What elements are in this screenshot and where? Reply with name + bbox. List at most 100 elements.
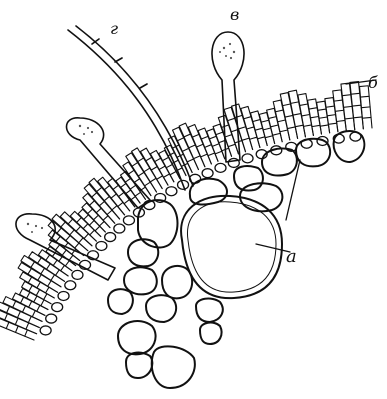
palisade-cross-wall bbox=[15, 318, 18, 324]
palisade-cross-wall bbox=[250, 137, 257, 139]
palisade-cross-wall bbox=[239, 127, 246, 129]
palisade-cell bbox=[0, 319, 37, 340]
palisade-cross-wall bbox=[70, 230, 74, 235]
epidermal-cell bbox=[96, 241, 107, 250]
palisade-cross-wall bbox=[145, 182, 151, 186]
palisade-cross-wall bbox=[132, 163, 138, 167]
palisade-cross-wall bbox=[166, 164, 172, 167]
palisade-cross-wall bbox=[362, 117, 371, 118]
palisade-cross-wall bbox=[242, 138, 249, 140]
palisade-cross-wall bbox=[59, 256, 63, 261]
palisade-cell bbox=[0, 302, 42, 328]
palisade-cross-wall bbox=[291, 102, 299, 104]
palisade-cross-wall bbox=[107, 210, 112, 214]
leader-line-a-2 bbox=[286, 160, 300, 220]
palisade-cross-wall bbox=[23, 306, 26, 312]
palisade-cross-wall bbox=[310, 117, 318, 118]
palisade-cross-wall bbox=[287, 127, 295, 129]
palisade-cross-wall bbox=[194, 156, 200, 159]
palisade-cross-wall bbox=[293, 114, 301, 116]
palisade-cross-wall bbox=[205, 145, 212, 148]
epidermal-cell bbox=[52, 303, 63, 312]
palisade-cross-wall bbox=[345, 118, 353, 119]
palisade-cross-wall bbox=[96, 208, 101, 212]
palisade-cross-wall bbox=[88, 209, 93, 213]
palisade-cross-wall bbox=[65, 261, 69, 266]
palisade-cross-wall bbox=[79, 238, 83, 243]
palisade-cross-wall bbox=[16, 326, 19, 332]
palisade-cross-wall bbox=[159, 166, 165, 169]
palisade-cross-wall bbox=[189, 145, 195, 148]
palisade-cross-wall bbox=[184, 134, 190, 137]
palisade-cross-wall bbox=[121, 184, 126, 188]
palisade-cross-wall bbox=[21, 297, 24, 303]
palisade-cross-wall bbox=[129, 170, 134, 174]
palisade-cross-wall bbox=[255, 128, 262, 130]
palisade-cross-wall bbox=[334, 100, 342, 101]
palisade-cross-wall bbox=[244, 117, 251, 119]
epidermal-cell bbox=[40, 326, 51, 335]
palisade-cross-wall bbox=[192, 134, 199, 137]
palisade-cross-wall bbox=[112, 206, 117, 210]
palisade-cross-wall bbox=[99, 201, 104, 205]
palisade-cross-wall bbox=[5, 314, 8, 320]
palisade-cross-wall bbox=[125, 190, 130, 194]
palisade-cross-wall bbox=[344, 106, 352, 107]
palisade-cross-wall bbox=[327, 115, 335, 116]
palisade-cross-wall bbox=[61, 265, 65, 270]
palisade-cross-wall bbox=[318, 109, 326, 110]
palisade-cross-wall bbox=[182, 148, 188, 151]
palisade-cross-wall bbox=[62, 250, 66, 255]
palisade-cross-wall bbox=[41, 268, 45, 273]
palisade-cross-wall bbox=[320, 125, 328, 126]
palisade-cross-wall bbox=[150, 178, 156, 181]
palisade-cross-wall bbox=[309, 108, 317, 109]
palisade-cross-wall bbox=[352, 105, 361, 106]
palisade-cross-wall bbox=[285, 115, 293, 117]
palisade-cross-wall bbox=[46, 255, 50, 260]
epidermal-cell bbox=[46, 314, 57, 323]
palisade-cross-wall bbox=[351, 93, 360, 94]
palisade-cross-wall bbox=[34, 296, 37, 302]
palisade-cross-wall bbox=[283, 104, 291, 106]
palisade-cross-wall bbox=[118, 202, 123, 206]
palisade-cross-wall bbox=[216, 132, 223, 134]
palisade-cross-wall bbox=[44, 294, 47, 300]
palisade-cross-wall bbox=[201, 136, 208, 139]
palisade-cross-wall bbox=[258, 137, 265, 139]
palisade-cross-wall bbox=[56, 245, 60, 250]
palisade-cross-wall bbox=[253, 120, 260, 122]
palisade-cross-wall bbox=[170, 172, 176, 175]
palisade-cross-wall bbox=[130, 185, 135, 189]
epidermal-cell bbox=[242, 154, 253, 163]
palisade-cross-wall bbox=[36, 290, 39, 296]
palisade-cross-wall bbox=[75, 243, 79, 248]
palisade-cross-wall bbox=[124, 200, 129, 204]
palisade-cross-wall bbox=[13, 301, 16, 307]
palisade-cross-wall bbox=[99, 221, 104, 225]
palisade-cross-wall bbox=[187, 159, 193, 162]
epidermal-cell bbox=[114, 224, 125, 233]
palisade-cross-wall bbox=[208, 153, 215, 156]
epidermal-cell bbox=[202, 169, 213, 178]
epidermal-cell bbox=[228, 158, 239, 167]
palisade-cross-wall bbox=[18, 311, 21, 317]
palisade-cross-wall bbox=[328, 123, 336, 124]
label-g: г bbox=[110, 19, 118, 38]
palisade-cross-wall bbox=[302, 114, 310, 115]
palisade-cross-wall bbox=[271, 125, 279, 127]
palisade-cross-wall bbox=[29, 301, 32, 307]
palisade-cross-wall bbox=[84, 234, 88, 239]
palisade-cross-wall bbox=[361, 107, 370, 108]
palisade-layer-b bbox=[0, 82, 372, 340]
palisade-cross-wall bbox=[125, 178, 130, 182]
palisade-cross-wall bbox=[111, 194, 116, 198]
palisade-cross-wall bbox=[228, 144, 235, 146]
palisade-cross-wall bbox=[138, 158, 144, 161]
palisade-cross-wall bbox=[28, 269, 31, 275]
palisade-cross-wall bbox=[29, 286, 32, 292]
palisade-cross-wall bbox=[28, 277, 31, 283]
palisade-cross-wall bbox=[155, 158, 161, 161]
palisade-cross-wall bbox=[164, 174, 170, 177]
palisade-cross-wall bbox=[89, 221, 94, 226]
